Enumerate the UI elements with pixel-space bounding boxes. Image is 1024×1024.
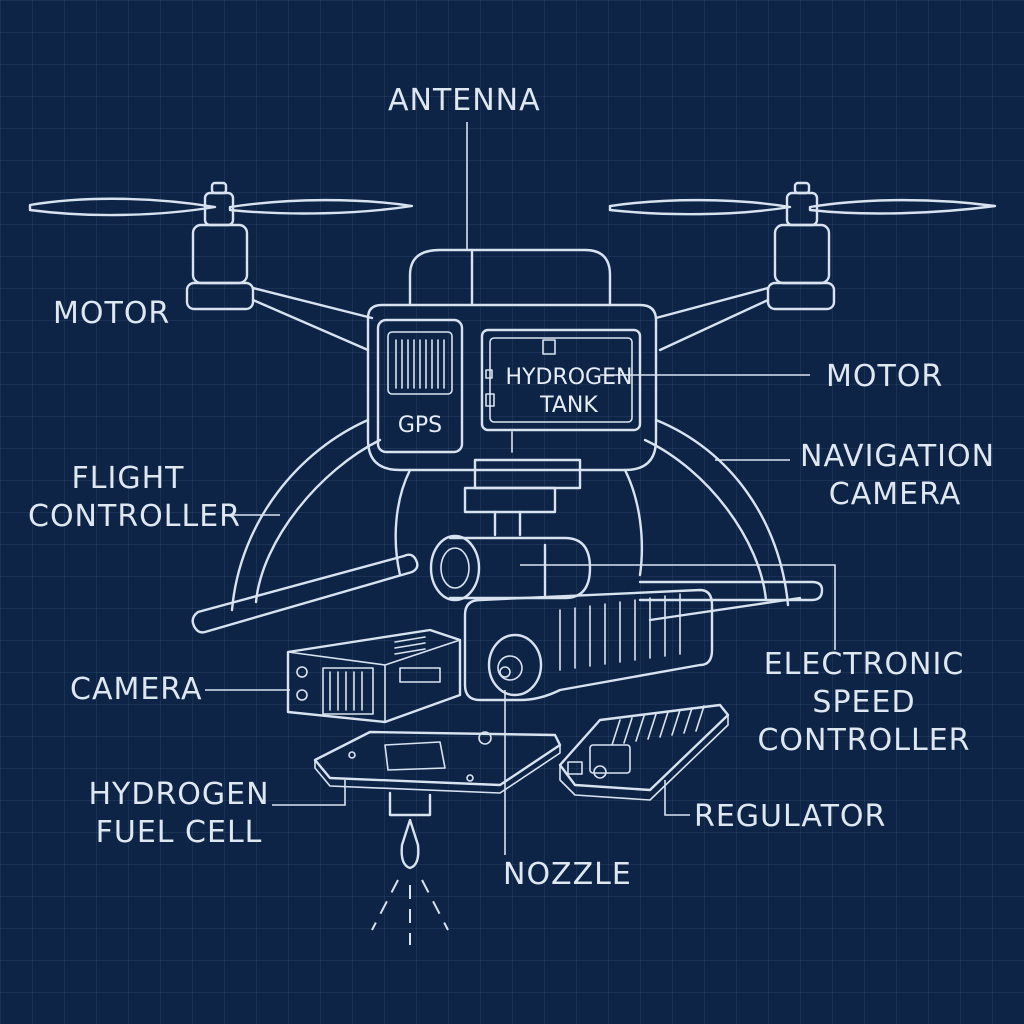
antenna-label: ANTENNA xyxy=(388,83,541,118)
electronic-speed-controller-unit xyxy=(463,588,714,702)
camera-box xyxy=(286,628,462,724)
left-propeller-motor xyxy=(28,181,414,311)
motor-right-label: MOTOR xyxy=(826,359,944,394)
antenna-housing xyxy=(408,248,612,307)
flight-controller-label: FLIGHT CONTROLLER xyxy=(28,461,242,534)
regulator-label: REGULATOR xyxy=(694,799,887,834)
camera-label: CAMERA xyxy=(70,672,203,707)
landing-gear xyxy=(191,418,824,634)
motor-left-label: MOTOR xyxy=(53,296,171,331)
regulator-unit xyxy=(558,703,730,801)
main-body xyxy=(366,303,658,514)
hydrogen-fuel-cell-label: HYDROGEN FUEL CELL xyxy=(88,777,270,850)
nozzle-label: NOZZLE xyxy=(503,857,632,892)
leader-lines xyxy=(205,122,836,855)
gps-label: GPS xyxy=(397,413,443,438)
navigation-camera-label: NAVIGATION CAMERA xyxy=(800,439,996,512)
hydrogen-tank-label: HYDROGEN TANK xyxy=(505,365,633,418)
arms xyxy=(251,286,770,352)
hydrogen-fuel-cell-plate xyxy=(313,730,562,945)
navigation-camera-gimbal xyxy=(429,510,592,602)
electronic-speed-controller-label: ELECTRONIC SPEED CONTROLLER xyxy=(757,647,971,758)
right-propeller-motor xyxy=(608,181,997,311)
